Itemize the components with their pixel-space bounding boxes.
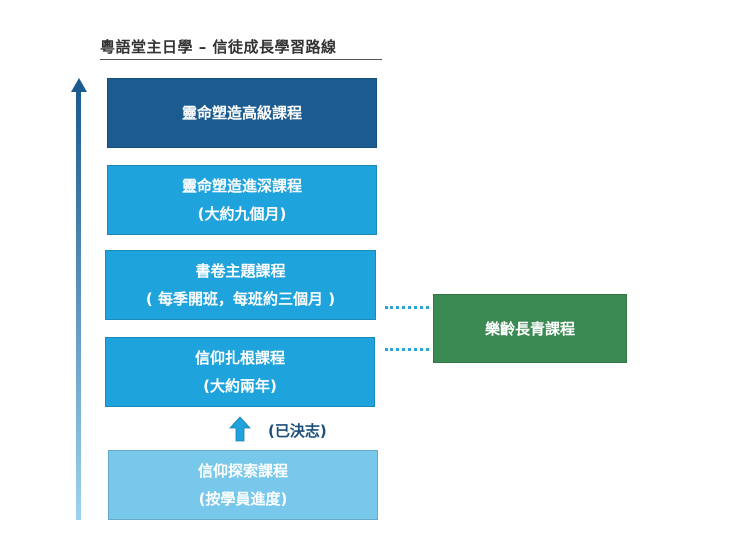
course-advanced-spiritual-formation: 靈命塑造高級課程 <box>107 78 377 148</box>
connector-dotted-line <box>385 348 429 351</box>
small-up-arrow-icon <box>229 416 251 442</box>
course-deeper-spiritual-formation: 靈命塑造進深課程 (大約九個月) <box>107 165 377 235</box>
growth-arrow-shaft <box>76 90 81 520</box>
course-name: 靈命塑造高級課程 <box>181 104 302 122</box>
course-faith-exploration: 信仰探索課程 (按學員進度) <box>108 450 378 520</box>
course-name: 樂齡長青課程 <box>484 319 575 338</box>
course-duration: (大約兩年) <box>203 377 277 395</box>
course-name: 信仰探索課程 <box>197 462 288 480</box>
page-title: 粵語堂主日學 – 信徒成長學習路線 <box>100 36 382 60</box>
course-duration: ( 每季開班，每班約三個月 ) <box>145 290 336 308</box>
growth-arrow-up-icon <box>71 78 87 92</box>
course-faith-rooting: 信仰扎根課程 (大約兩年) <box>105 337 375 407</box>
course-duration: (大約九個月) <box>197 205 287 223</box>
course-name: 書卷主題課程 <box>195 262 286 280</box>
course-duration: (按學員進度) <box>198 490 288 508</box>
decided-label: (已決志) <box>268 422 327 440</box>
course-name: 信仰扎根課程 <box>194 349 285 367</box>
course-senior: 樂齡長青課程 <box>433 294 627 363</box>
connector-dotted-line <box>385 306 429 309</box>
course-name: 靈命塑造進深課程 <box>181 177 302 195</box>
course-book-topics: 書卷主題課程 ( 每季開班，每班約三個月 ) <box>105 250 376 320</box>
